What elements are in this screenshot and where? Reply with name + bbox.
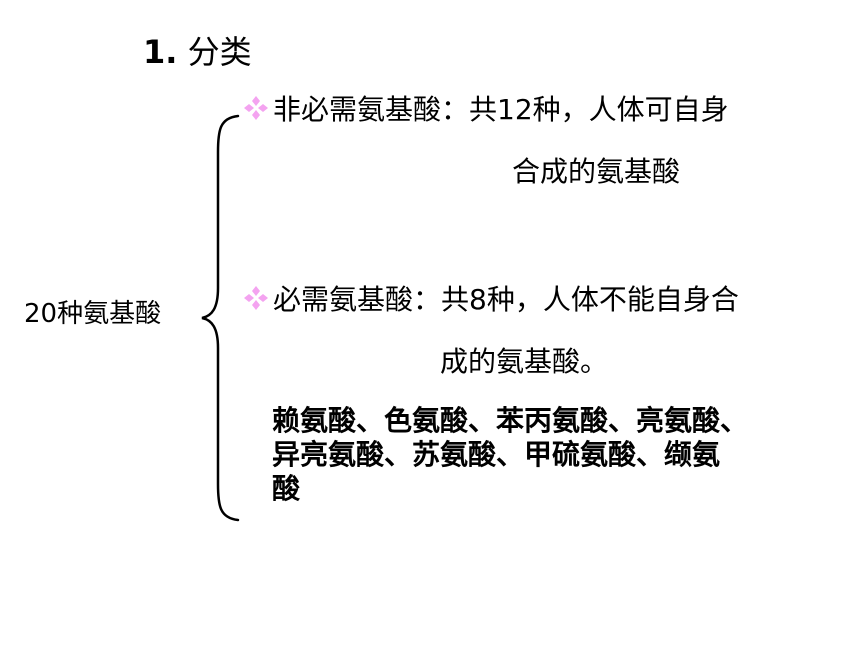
nonessential-text-1: 非必需氨基酸：共12种，人体可自身 (273, 93, 729, 126)
essential-line-1: 必需氨基酸：共8种，人体不能自身合 (243, 280, 739, 320)
slide-title: 1. 分类 (143, 30, 252, 74)
examples-row-1: 赖氨酸、色氨酸、苯丙氨酸、亮氨酸、 (272, 404, 749, 437)
title-text: 分类 (187, 33, 252, 71)
root-label: 20种氨基酸 (24, 299, 162, 329)
essential-text-1: 必需氨基酸：共8种，人体不能自身合 (273, 283, 739, 316)
nonessential-line-1: 非必需氨基酸：共12种，人体可自身 (243, 90, 729, 130)
diamond-bullet-icon (244, 286, 268, 310)
nonessential-line-2: 合成的氨基酸 (512, 155, 681, 188)
essential-examples: 赖氨酸、色氨酸、苯丙氨酸、亮氨酸、 异亮氨酸、苏氨酸、甲硫氨酸、缬氨 酸 (272, 404, 842, 506)
title-number: 1. (143, 33, 178, 71)
diamond-bullet-icon (244, 96, 268, 120)
examples-row-2: 异亮氨酸、苏氨酸、甲硫氨酸、缬氨 (272, 438, 721, 471)
examples-row-3: 酸 (272, 472, 301, 505)
essential-line-2: 成的氨基酸。 (440, 345, 609, 378)
left-brace (201, 114, 240, 522)
